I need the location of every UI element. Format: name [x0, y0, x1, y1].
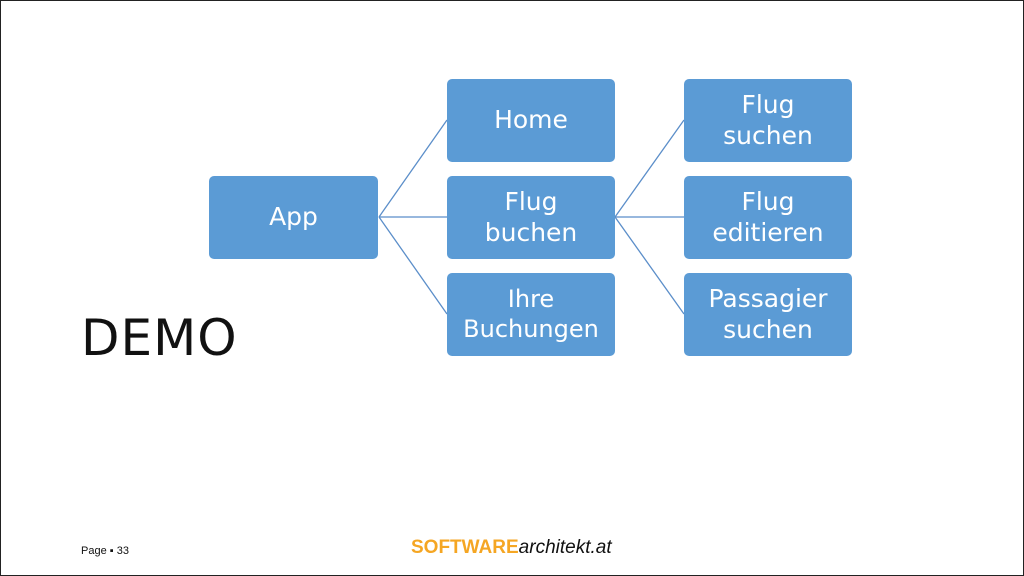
node-label: Passagier suchen: [708, 284, 828, 344]
brand-logo: SOFTWAREarchitekt.at: [411, 537, 612, 559]
connector-app-ihre-buchungen: [378, 216, 448, 315]
node-ihre-buchungen: Ihre Buchungen: [447, 273, 615, 356]
connector-buchen-flug-suchen: [614, 119, 685, 218]
node-label: Flug suchen: [723, 90, 813, 150]
node-flug-editieren: Flug editieren: [684, 176, 852, 259]
slide-title: DEMO: [81, 309, 238, 367]
node-app: App: [209, 176, 378, 259]
node-home: Home: [447, 79, 615, 162]
node-label: Ihre Buchungen: [463, 285, 599, 343]
page-number: Page ▪ 33: [81, 545, 129, 557]
connector-buchen-passagier-suchen: [614, 216, 685, 315]
node-label: App: [269, 202, 318, 232]
node-label: Home: [494, 105, 568, 135]
node-label: Flug buchen: [484, 187, 578, 247]
node-label: Flug editieren: [712, 187, 824, 247]
brand-software: SOFTWARE: [411, 537, 519, 558]
node-flug-buchen: Flug buchen: [447, 176, 615, 259]
brand-architekt: architekt.at: [518, 537, 612, 558]
node-passagier-suchen: Passagier suchen: [684, 273, 852, 356]
connector-app-home: [378, 119, 448, 218]
node-flug-suchen: Flug suchen: [684, 79, 852, 162]
